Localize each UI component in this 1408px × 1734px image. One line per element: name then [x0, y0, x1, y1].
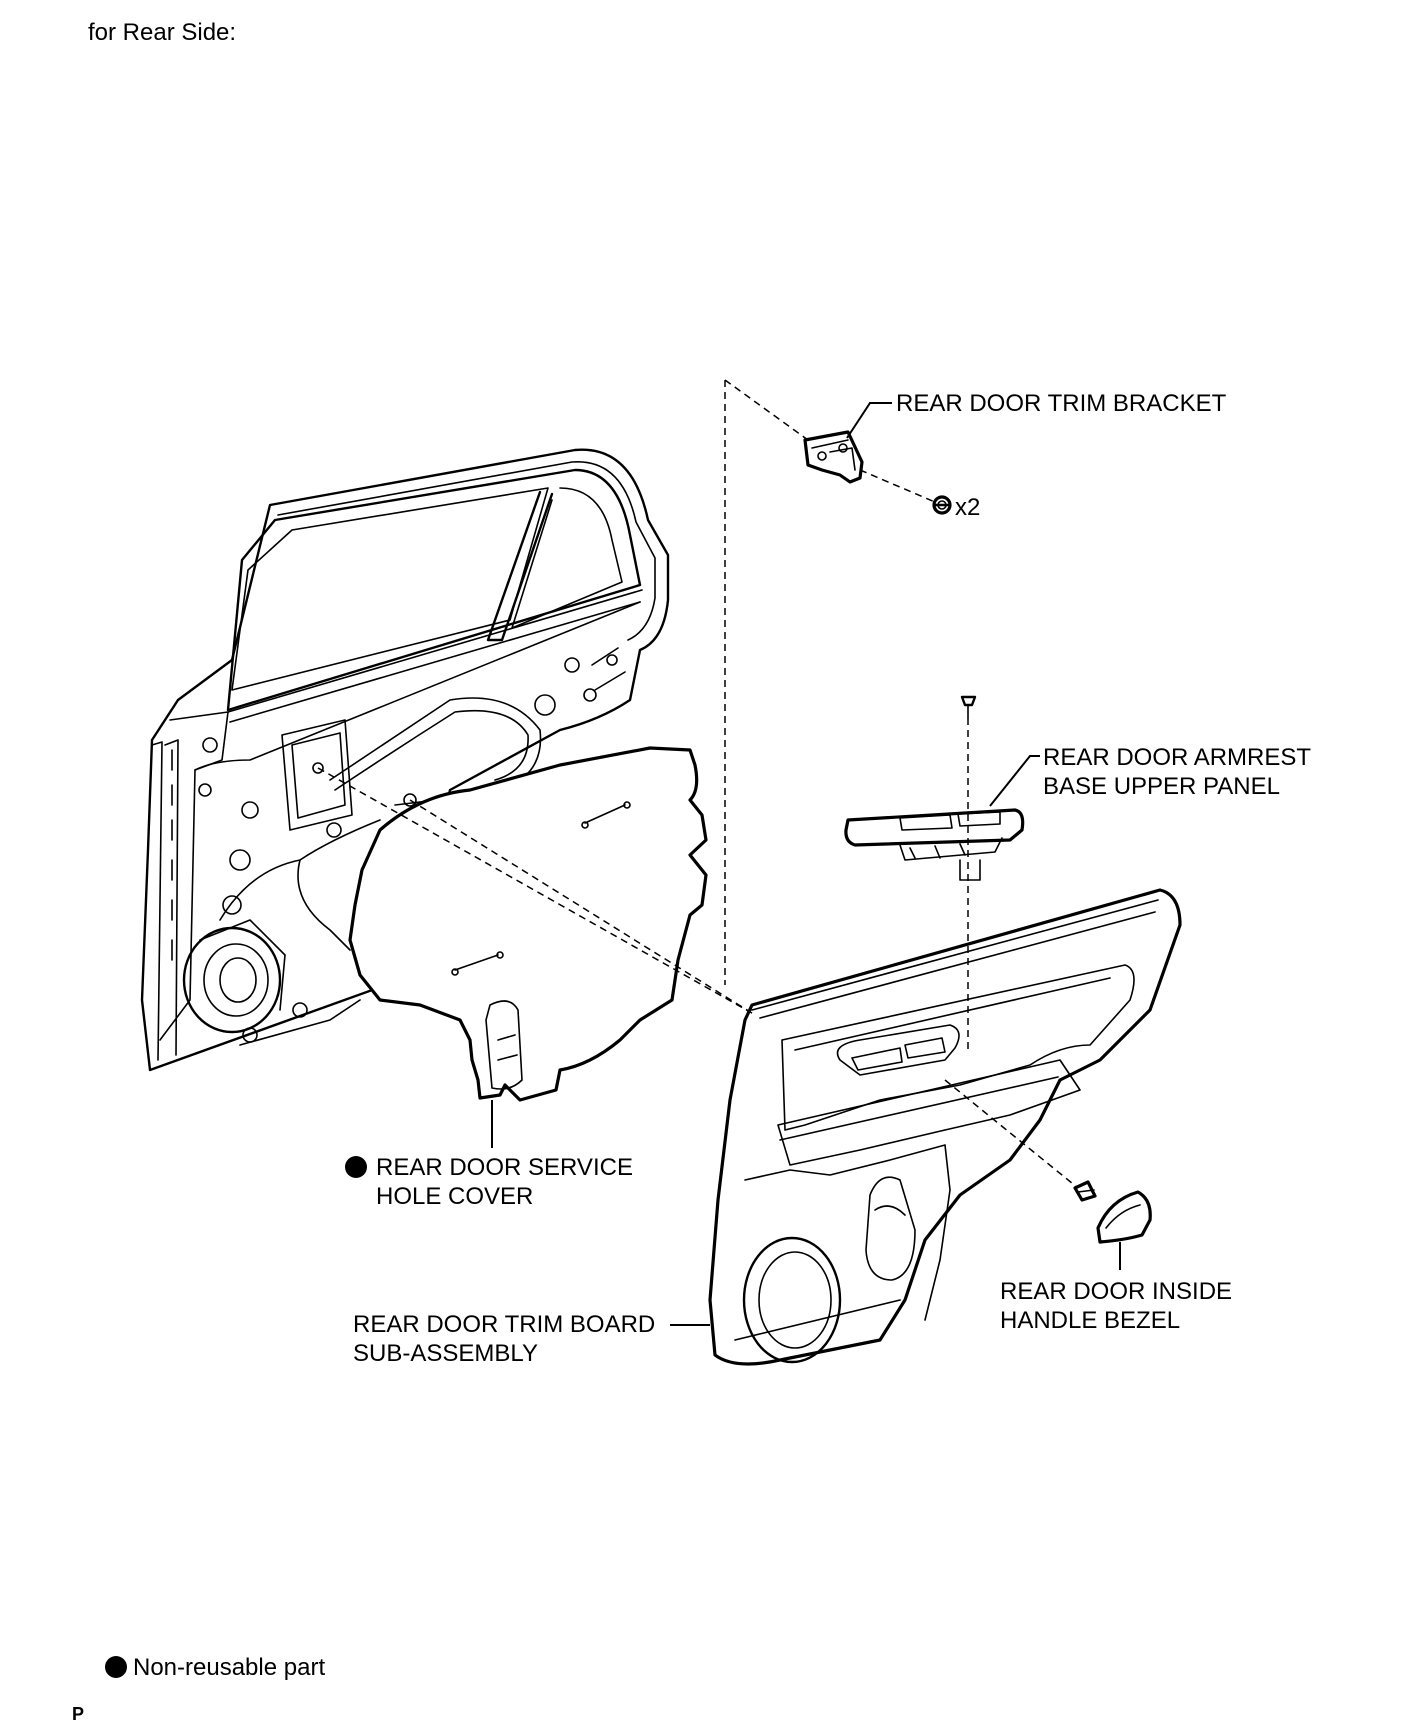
clip-drawing: [932, 495, 952, 515]
armrest-screw-drawing: [960, 695, 977, 719]
leader-lines: [491, 402, 1121, 1326]
handle-bezel-drawing: [1096, 1190, 1152, 1244]
label-service-cover-line2: HOLE COVER: [376, 1183, 534, 1210]
legend-symbol: [105, 1656, 127, 1678]
label-trim-bracket: REAR DOOR TRIM BRACKET: [896, 390, 1227, 417]
trim-bracket-drawing: [803, 430, 864, 484]
legend-text: Non-reusable part: [133, 1654, 326, 1681]
footer-code: P: [72, 1704, 85, 1724]
label-handle-bezel-line1: REAR DOOR INSIDE: [1000, 1278, 1233, 1305]
trim-board-drawing: [708, 888, 1182, 1366]
bezel-screw-drawing: [1073, 1180, 1097, 1202]
alignment-lines: [317, 379, 1079, 1189]
label-trim-board-line2: SUB-ASSEMBLY: [353, 1340, 538, 1367]
label-service-cover-line1: REAR DOOR SERVICE: [376, 1154, 633, 1181]
label-trim-board-line1: REAR DOOR TRIM BOARD: [353, 1311, 656, 1338]
section-title: for Rear Side:: [88, 19, 237, 46]
label-handle-bezel-line2: HANDLE BEZEL: [1000, 1307, 1181, 1334]
armrest-panel-drawing: [844, 808, 1025, 881]
non-reusable-marker: [345, 1156, 367, 1178]
label-bracket-qty: x2: [955, 494, 981, 521]
label-armrest-line2: BASE UPPER PANEL: [1043, 773, 1280, 800]
rear-door-panel-drawing: [140, 448, 670, 1072]
label-armrest-line1: REAR DOOR ARMREST: [1043, 744, 1312, 771]
